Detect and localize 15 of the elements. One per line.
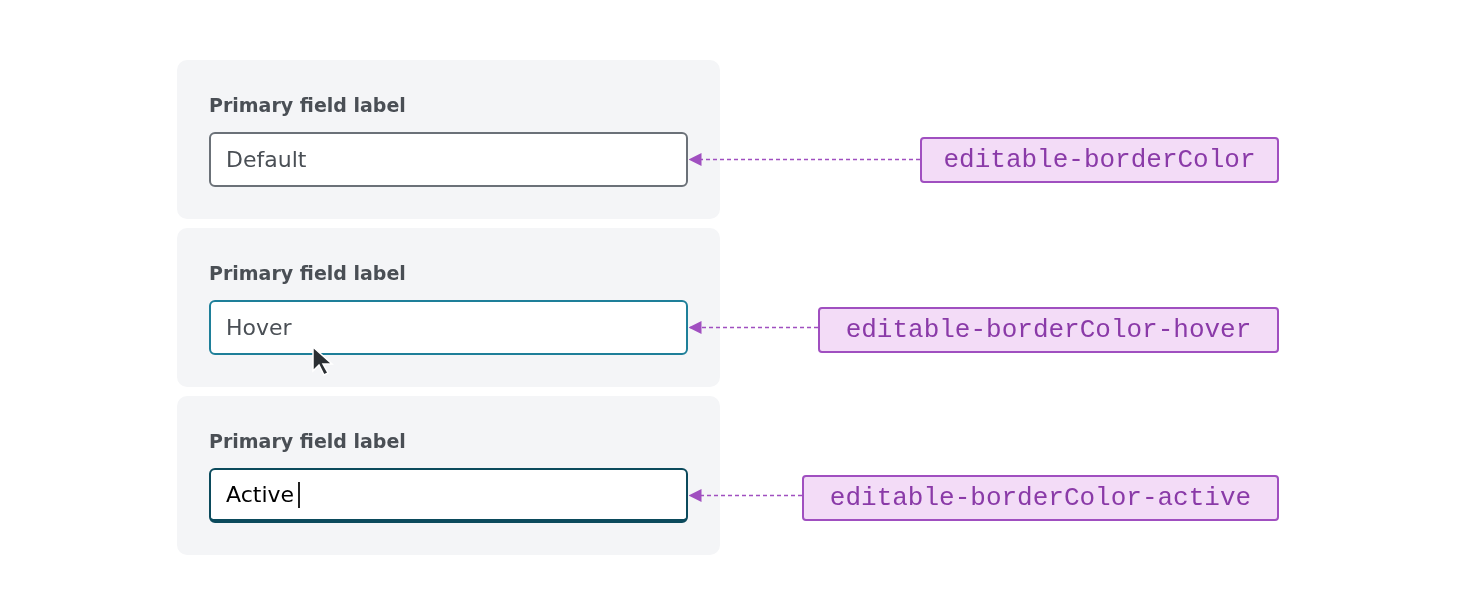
- input-field: Hover: [209, 300, 688, 355]
- dashed-arrow: [688, 489, 803, 502]
- field-card: [177, 396, 720, 555]
- input-field: Active: [209, 468, 688, 523]
- field-label: Primary field label: [209, 430, 406, 452]
- token-label: editable-borderColor: [920, 137, 1279, 183]
- token-label: editable-borderColor-hover: [818, 307, 1279, 353]
- field-label: Primary field label: [209, 262, 406, 284]
- field-label: Primary field label: [209, 94, 406, 116]
- token-label: editable-borderColor-active: [802, 475, 1279, 521]
- dashed-arrow: [688, 153, 921, 166]
- dashed-arrow: [688, 321, 819, 334]
- field-card: [177, 228, 720, 387]
- input-field: Default: [209, 132, 688, 187]
- field-card: [177, 60, 720, 219]
